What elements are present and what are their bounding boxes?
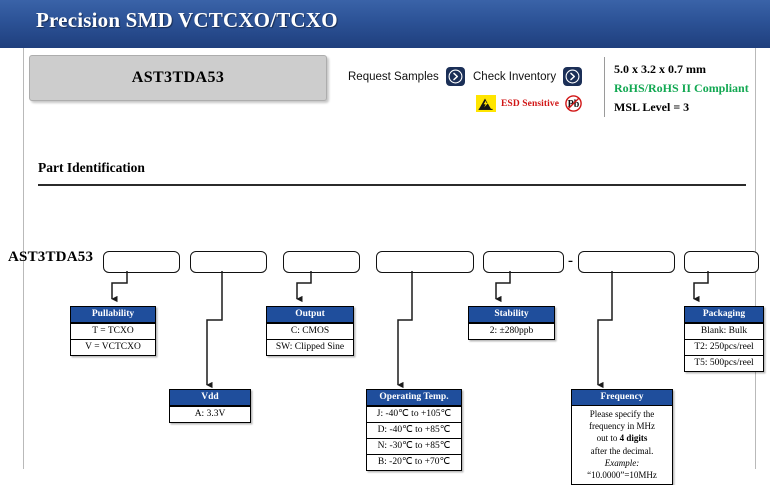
legend-frequency-line-3a: out to xyxy=(596,433,620,444)
part-id-box-3[interactable] xyxy=(283,251,360,273)
legend-row: C: CMOS xyxy=(267,323,353,339)
legend-title-output: Output xyxy=(267,307,353,323)
specs-divider xyxy=(604,57,605,117)
legend-title-operating-temp: Operating Temp. xyxy=(367,390,461,406)
chevron-right-icon[interactable] xyxy=(563,67,583,86)
part-number-plate: AST3TDA53 xyxy=(29,55,327,101)
legend-table-pullability: Pullability T = TCXO V = VCTCXO xyxy=(70,306,156,356)
legend-frequency-body: Please specify the frequency in MHz out … xyxy=(572,406,672,484)
legend-frequency-line-4: after the decimal. xyxy=(590,445,654,456)
legend-frequency-line-1: Please specify the xyxy=(589,409,655,419)
legend-row: SW: Clipped Sine xyxy=(267,339,353,355)
esd-sensitive-icon xyxy=(476,95,496,112)
chevron-right-icon[interactable] xyxy=(445,67,465,86)
legend-row: Blank: Bulk xyxy=(685,323,763,339)
section-rule xyxy=(38,184,746,186)
part-id-box-1[interactable] xyxy=(103,251,180,273)
specs-block: 5.0 x 3.2 x 0.7 mm RoHS/RoHS II Complian… xyxy=(614,60,749,117)
part-id-prefix: AST3TDA53 xyxy=(8,249,94,265)
legend-frequency-digits: 4 digits xyxy=(619,433,648,444)
svg-text:Pb: Pb xyxy=(568,99,580,110)
part-id-box-7[interactable] xyxy=(684,251,759,273)
legend-table-operating-temp: Operating Temp. J: -40℃ to +105℃ D: -40℃… xyxy=(366,389,462,471)
page-banner: Precision SMD VCTCXO/TCXO xyxy=(0,0,770,48)
legend-title-pullability: Pullability xyxy=(71,307,155,323)
section-title: Part Identification xyxy=(38,160,145,175)
legend-frequency-line-3: out to 4 digits xyxy=(575,432,669,444)
legend-table-frequency: Frequency Please specify the frequency i… xyxy=(571,389,673,485)
spec-rohs: RoHS/RoHS II Compliant xyxy=(614,81,749,95)
legend-row: V = VCTCXO xyxy=(71,339,155,355)
legend-table-packaging: Packaging Blank: Bulk T2: 250pcs/reel T5… xyxy=(684,306,764,372)
legend-row: T2: 250pcs/reel xyxy=(685,339,763,355)
request-samples-button[interactable]: Request Samples xyxy=(348,67,465,86)
spec-msl: MSL Level = 3 xyxy=(614,100,690,114)
page-frame-left-rule xyxy=(23,48,24,469)
lead-free-icon: Pb xyxy=(564,94,583,113)
part-number-text: AST3TDA53 xyxy=(131,69,225,86)
legend-row: J: -40℃ to +105℃ xyxy=(367,406,461,422)
legend-table-vdd: Vdd A: 3.3V xyxy=(169,389,251,423)
legend-frequency-example-label: Example: xyxy=(575,457,669,469)
legend-row: D: -40℃ to +85℃ xyxy=(367,422,461,438)
legend-title-stability: Stability xyxy=(469,307,554,323)
legend-frequency-example-value: “10.0000”=10MHz xyxy=(587,470,657,481)
check-inventory-label: Check Inventory xyxy=(473,70,557,83)
legend-title-vdd: Vdd xyxy=(170,390,250,406)
part-id-separator: - xyxy=(568,253,573,269)
part-id-box-6[interactable] xyxy=(578,251,675,273)
part-id-box-2[interactable] xyxy=(190,251,267,273)
legend-frequency-example-italic: Example: xyxy=(604,457,640,468)
part-id-box-5[interactable] xyxy=(483,251,564,273)
part-id-box-4[interactable] xyxy=(376,251,474,273)
page-title: Precision SMD VCTCXO/TCXO xyxy=(36,8,338,32)
legend-title-packaging: Packaging xyxy=(685,307,763,323)
esd-sensitive-label: ESD Sensitive xyxy=(501,98,560,109)
request-samples-label: Request Samples xyxy=(348,70,439,83)
legend-row: A: 3.3V xyxy=(170,406,250,422)
legend-frequency-line-2: frequency in MHz xyxy=(589,421,655,432)
legend-row: 2: ±280ppb xyxy=(469,323,554,339)
legend-table-output: Output C: CMOS SW: Clipped Sine xyxy=(266,306,354,356)
legend-title-frequency: Frequency xyxy=(572,390,672,406)
legend-row: N: -30℃ to +85℃ xyxy=(367,438,461,454)
legend-row: T5: 500pcs/reel xyxy=(685,355,763,371)
legend-table-stability: Stability 2: ±280ppb xyxy=(468,306,555,340)
legend-row: B: -20℃ to +70℃ xyxy=(367,454,461,470)
check-inventory-button[interactable]: Check Inventory xyxy=(473,67,583,86)
compliance-badges: ESD Sensitive Pb xyxy=(476,94,583,113)
legend-row: T = TCXO xyxy=(71,323,155,339)
spec-dimensions: 5.0 x 3.2 x 0.7 mm xyxy=(614,62,706,76)
